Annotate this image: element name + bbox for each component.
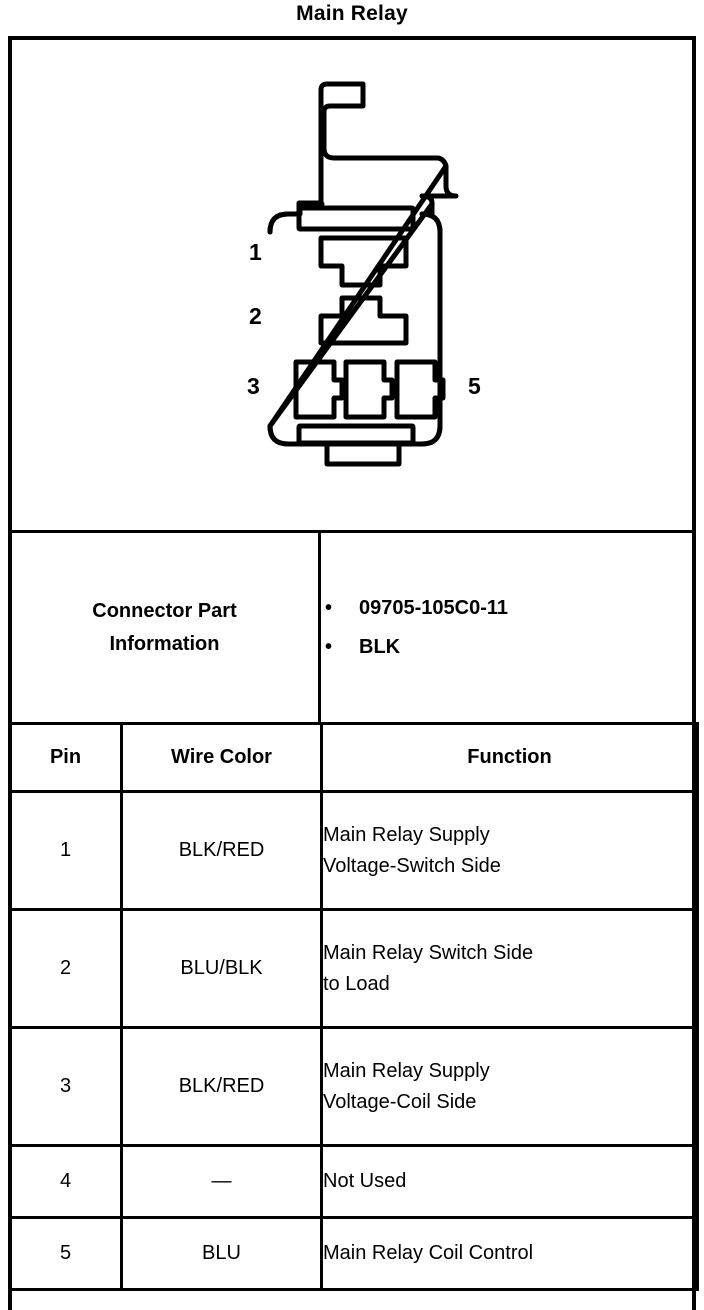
list-item: • BLK (321, 628, 693, 667)
table-row: 3 BLK/RED Main Relay Supply Voltage-Coil… (8, 1026, 699, 1147)
connector-bottom-tab (324, 441, 402, 467)
cell-pin: 1 (8, 790, 123, 911)
cell-wire-color: BLU (120, 1216, 323, 1291)
connector-part-information-label: Connector Part Information (8, 530, 321, 725)
connector-part-information-table: Connector Part Information • 09705-105C0… (8, 530, 696, 725)
column-header-function: Function (320, 722, 699, 793)
diagram-pin-label-2: 2 (249, 303, 262, 329)
pin-assignment-table: Pin Wire Color Function 1 BLK/RED Main R… (8, 722, 699, 1291)
cell-function: Main Relay Supply Voltage-Switch Side (320, 790, 699, 911)
table-row: 2 BLU/BLK Main Relay Switch Side to Load (8, 908, 699, 1029)
cell-wire-color: BLK/RED (120, 790, 323, 911)
column-header-pin: Pin (8, 722, 123, 793)
pin-4-cavity (343, 359, 395, 420)
function-line: to Load (323, 972, 390, 995)
connector-part-information-row: Connector Part Information • 09705-105C0… (8, 530, 696, 725)
diagram-pin-label-3: 3 (247, 373, 260, 399)
cpi-label-line-2: Information (109, 632, 220, 655)
connector-part-information-values: • 09705-105C0-11 • BLK (318, 530, 696, 725)
connector-bottom-slot (296, 423, 416, 446)
pin-3-cavity (293, 359, 345, 420)
function-line: Main Relay Supply (323, 1059, 490, 1082)
page-title: Main Relay (296, 2, 408, 25)
function-line: Main Relay Switch Side (323, 941, 534, 964)
table-header-row: Pin Wire Color Function (8, 722, 699, 793)
diagram-pin-label-1: 1 (249, 239, 262, 265)
cell-wire-color: — (120, 1144, 323, 1219)
cell-function: Main Relay Switch Side to Load (320, 908, 699, 1029)
cell-pin: 3 (8, 1026, 123, 1147)
cell-pin: 5 (8, 1216, 123, 1291)
table-row: 5 BLU Main Relay Coil Control (8, 1216, 699, 1291)
function-line: Main Relay Supply (323, 823, 490, 846)
cell-function: Not Used (320, 1144, 699, 1219)
cell-pin: 2 (8, 908, 123, 1029)
function-line: Not Used (323, 1170, 407, 1192)
connector-part-bullet-list: • 09705-105C0-11 • BLK (321, 589, 693, 667)
cell-pin: 4 (8, 1144, 123, 1219)
pin-1-cavity (318, 235, 409, 288)
function-line: Voltage-Switch Side (323, 854, 501, 877)
cell-wire-color: BLK/RED (120, 1026, 323, 1147)
cell-function: Main Relay Supply Voltage-Coil Side (320, 1026, 699, 1147)
diagram-pin-label-5: 5 (468, 373, 481, 399)
cell-wire-color: BLU/BLK (120, 908, 323, 1029)
connector-illustration (267, 81, 459, 467)
bullet-icon: • (325, 635, 333, 658)
pin-5-cavity (394, 359, 446, 420)
connector-color-code: BLK (359, 635, 401, 658)
connector-diagram-panel: 1 2 3 5 (8, 36, 696, 530)
column-header-wire-color: Wire Color (120, 722, 323, 793)
connector-latch-hook (318, 81, 449, 169)
table-row: 1 BLK/RED Main Relay Supply Voltage-Swit… (8, 790, 699, 911)
cell-function: Main Relay Coil Control (320, 1216, 699, 1291)
connector-top-slot (296, 205, 416, 232)
pin-2-cavity (318, 295, 409, 346)
list-item: • 09705-105C0-11 (321, 589, 693, 628)
bullet-icon: • (325, 596, 333, 619)
connector-part-number: 09705-105C0-11 (359, 596, 509, 619)
cpi-label-line-1: Connector Part (92, 599, 237, 622)
table-row: 4 — Not Used (8, 1144, 699, 1219)
function-line: Voltage-Coil Side (323, 1090, 477, 1113)
function-line: Main Relay Coil Control (323, 1242, 534, 1264)
